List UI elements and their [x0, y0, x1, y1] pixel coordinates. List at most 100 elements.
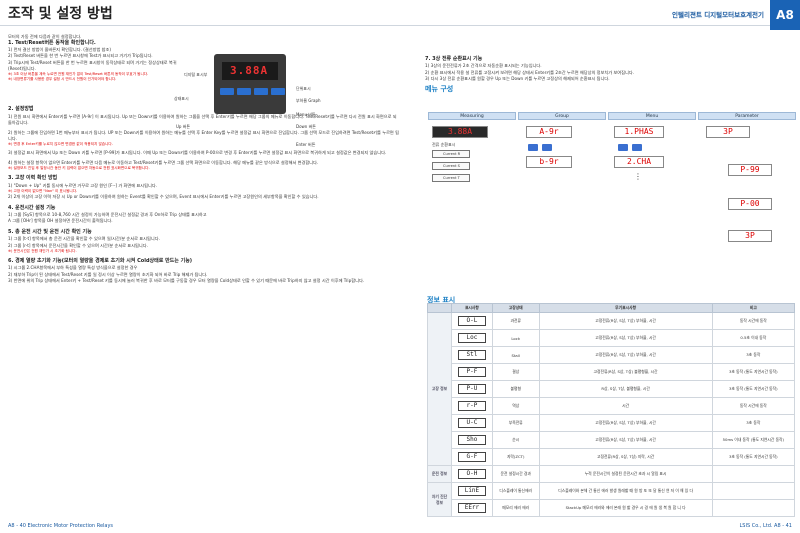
- up-button: [220, 88, 234, 95]
- fault-code: O-H: [457, 469, 486, 479]
- paragraph: 4) 원하는 설정 항목이 없으면 Enter키를 누르면 다음 메뉴로 이동하…: [8, 159, 319, 165]
- note-cell: [711, 499, 796, 517]
- fault-code-cell: O-H: [451, 465, 493, 483]
- paragraph: 2) 재부하 Trip이 된 상태에서 Test/Reset 키를 일 정시 이…: [8, 271, 208, 277]
- footer-left: A8 - 40 Electronic Motor Protection Rela…: [8, 523, 114, 529]
- state-cell: 부족전류: [491, 414, 540, 432]
- paragraph: 1) 3상의 운전전류가 2초 간격으로 자동순환 표시되는 기능입니다.: [425, 63, 542, 69]
- callout-label: 상태표시: [174, 96, 189, 101]
- callout-label: Menu 버튼: [296, 112, 316, 117]
- state-cell: 과전류: [491, 312, 540, 330]
- section-heading: 3. 고장 이력 확인 방법: [8, 175, 58, 182]
- paragraph: 1) "Down + Up" 키를 동시에 누르면 거꾸로 고장 원인 [F--…: [8, 182, 158, 188]
- chapter-tab: A8: [770, 0, 800, 30]
- note-cell: 50ms 이내 동작 (통도 지연시간 동작): [711, 431, 796, 449]
- callout-label: 부하율 Graph: [296, 98, 321, 103]
- note-cell: [711, 482, 796, 500]
- note-cell: 3초 동작 (통도 지연시간 동작): [711, 448, 796, 466]
- paragraph: 2) 원하는 그룹에 진입하면 1번 메뉴부터 표시가 됩니다. UP 또는 D…: [8, 129, 399, 142]
- param-display: 3P: [728, 230, 772, 242]
- info-cell: 누적 운전시간이 설정된 운전시간 초과 시 알림 표시: [538, 465, 713, 483]
- fault-code-cell: U-C: [451, 414, 493, 432]
- state-cell: 디스플레이 통신에러: [491, 482, 540, 500]
- down-button: [237, 88, 251, 95]
- state-cell: 역상: [491, 397, 540, 415]
- paragraph: 3) 반면에 위의 Trip 상태에서 Enter키 + Test/Reset …: [8, 278, 365, 284]
- paragraph: 3) 다시 3상 전류 순환표시를 원할 경우 Up 또는 Down 키를 누르…: [425, 76, 610, 82]
- note-cell: 3초 동작: [711, 414, 796, 432]
- paragraph: 1) 그룹 [t-t] 항목에서 총 운전 시간을 확인할 수 있으며 일/시간…: [8, 236, 160, 242]
- intro-note: ※) 3초 이상 버튼을 계속 누르면 전원 재인가 없이 Test/Reset…: [8, 72, 149, 77]
- fault-code-cell: Stl: [451, 346, 493, 364]
- current-t: Current T: [432, 174, 470, 182]
- col-header-measuring: Measuring: [428, 112, 516, 120]
- paragraph: 2) 2개 이상의 고장 이력 저장 시 Up or Down키를 이용하여 원…: [8, 194, 319, 200]
- menu-structure-heading: 메뉴 구성: [425, 84, 454, 93]
- group-cell: 고장 정보: [427, 312, 452, 466]
- info-cell: 디스플레이와 본체 간 통신 에러 발생 원래할 때 원 방 또 또 달 통신 …: [538, 482, 713, 500]
- callout-label: 단위표시: [296, 86, 311, 91]
- menu-cha-display: 2.CHA: [614, 156, 664, 168]
- menu-phas-display: 1.PHAS: [614, 126, 664, 138]
- paragraph: A 그룹 [OHr] 항목을 OH 설정하면 운전시간이 출력됩니다.: [8, 218, 113, 224]
- section-heading: 6. 경제 열량 초기화 기능(모터의 열량을 경제로 초기화 시켜 Cold상…: [8, 257, 193, 264]
- current-s: Current S: [432, 162, 470, 170]
- note: ※) 설정모드 진입 후 일정시간 동안 키 입력이 없으면 자동으로 전원 표…: [8, 166, 150, 171]
- param-display: P-00: [728, 198, 772, 210]
- fault-code: Stl: [457, 350, 486, 360]
- intro-note: ※) 내장변류기를 사용한 경우 설정 시 반드시 전원이 인가되어야 합니다.: [8, 77, 117, 82]
- fault-code: G-F: [457, 452, 486, 462]
- down-button: [542, 144, 552, 151]
- menu-button: [254, 88, 268, 95]
- state-cell: Lock: [491, 329, 540, 347]
- state-cell: 지락(ZCT): [491, 448, 540, 466]
- header-subtitle: 인텔리젼트 디지털모터보호계전기: [672, 11, 764, 19]
- info-cell: R상, S상, T상, 불평형율, 시간: [538, 380, 713, 398]
- callout-label: Up 버튼: [176, 124, 191, 129]
- info-cell: 고정전류(R상, S상, T상) 지락, 시간: [538, 448, 713, 466]
- state-cell: Stall: [491, 346, 540, 364]
- page-header: 조작 및 설정 방법 인텔리젼트 디지털모터보호계전기 A8: [0, 0, 800, 30]
- fault-code: O-L: [457, 316, 486, 326]
- state-cell: 불평형: [491, 380, 540, 398]
- state-cell: 운전 설정시간 경과: [491, 465, 540, 483]
- note: ※) 고장 이력이 없으면 "Nan" 이 표시됩니다.: [8, 189, 78, 194]
- group-b-display: b-9r: [526, 156, 572, 168]
- fault-code-cell: r-P: [451, 397, 493, 415]
- intro-line: 모터의 가동 전에 다음과 같이 설정합니다.: [8, 34, 82, 39]
- section-heading: 2. 설정방법: [8, 106, 34, 113]
- col-header-parameter: Parameter: [698, 112, 796, 120]
- info-cell: 고정전류(R상, S상, T상) 부하율, 시간: [538, 414, 713, 432]
- intro-line: 3) Trip시에 Test/Reset 버튼을 한 번 누르면 표시창이 동작…: [8, 59, 177, 72]
- group-cell: 자기 진단 정보: [427, 482, 452, 517]
- info-cell: 고정전류(R상, S상, T상) 부하율, 시간: [538, 431, 713, 449]
- state-cell: 결상: [491, 363, 540, 381]
- fault-code: r-P: [457, 401, 486, 411]
- paragraph: 2) 순환 표시에서 적용 설 전류를 고정시켜 보려면 해당 상태서 Ente…: [425, 69, 635, 75]
- state-cell: 순시: [491, 431, 540, 449]
- current-cycle-title: 전류 순환표시: [432, 142, 456, 147]
- measuring-display: 3.88A: [432, 126, 488, 138]
- up-button: [618, 144, 628, 151]
- right-column: 7. 3상 전류 순환표시 기능 1) 3상의 운전전류가 2초 간격으로 자동…: [425, 34, 795, 94]
- enter-button: [271, 88, 285, 95]
- state-cell: 메모리 에러 에러: [491, 499, 540, 517]
- note-cell: 0.5초 이내 동작: [711, 329, 796, 347]
- note-cell: 3초 동작 (통도 지연시간 동작): [711, 363, 796, 381]
- footer-right: LSIS Co., Ltd. A8 - 41: [739, 523, 792, 529]
- fault-code: P-U: [457, 384, 486, 394]
- up-button: [528, 144, 538, 151]
- section-heading: 7. 3상 전류 순환표시 기능: [425, 56, 483, 62]
- fault-code: LinE: [457, 486, 486, 496]
- fault-code-cell: EErr: [451, 499, 493, 517]
- info-table-heading: 정보 표시: [427, 296, 456, 304]
- param-display: P-99: [728, 164, 772, 176]
- fault-code: P-F: [457, 367, 486, 377]
